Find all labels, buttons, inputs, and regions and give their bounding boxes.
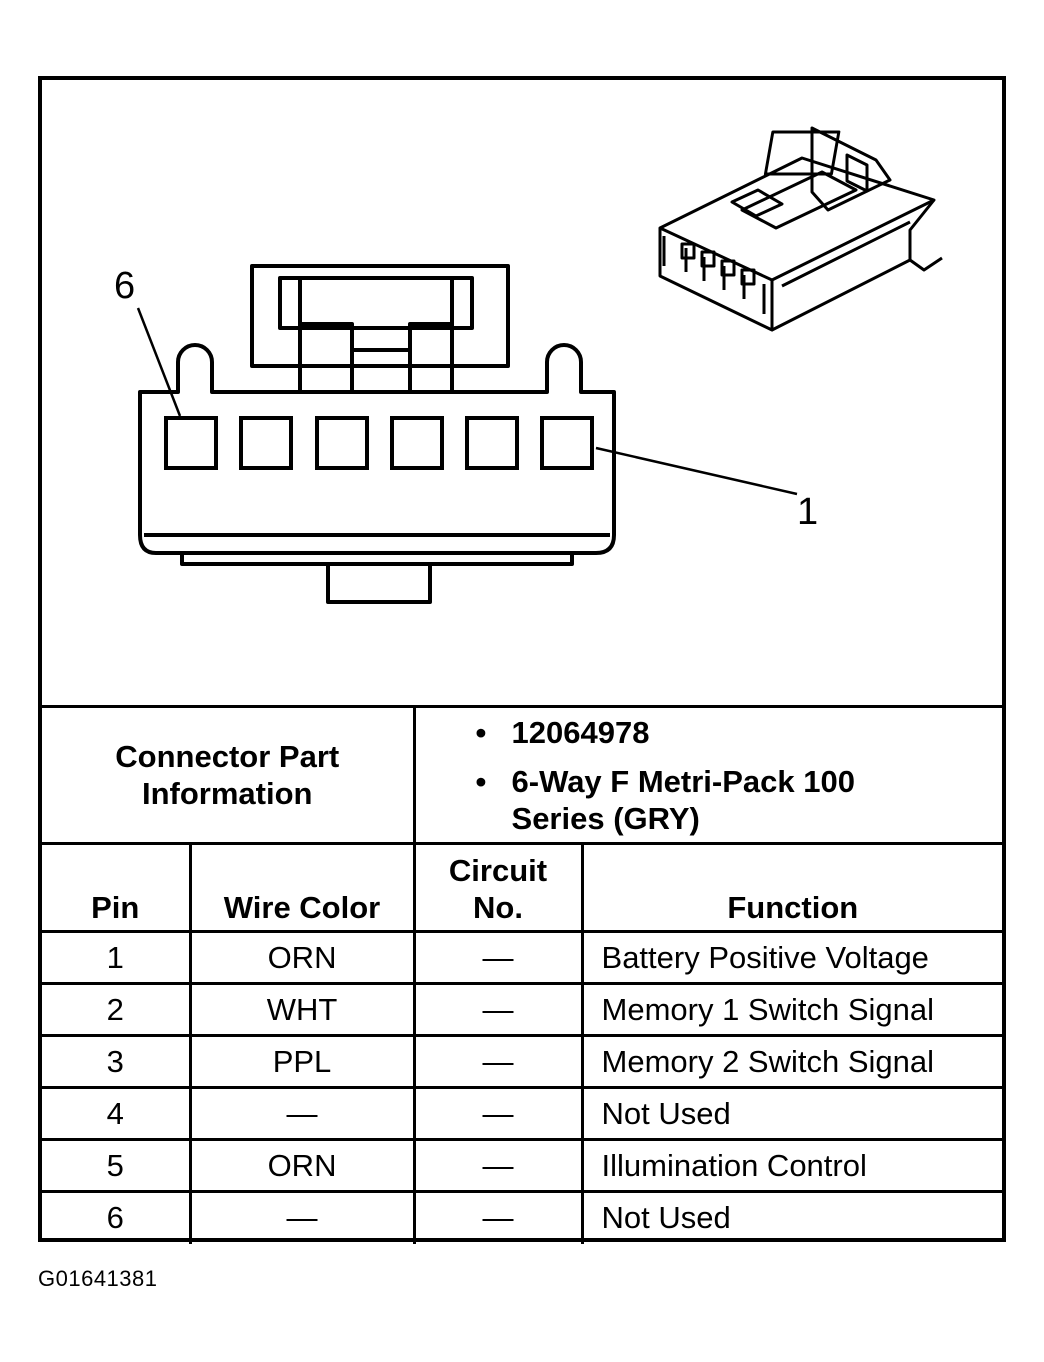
table-row: 4 — — Not Used <box>42 1086 1003 1141</box>
figure-id-caption: G01641381 <box>38 1266 158 1291</box>
pin-cell: 6 <box>42 1190 192 1244</box>
connector-isometric-icon <box>658 126 943 332</box>
circuit-cell: — <box>412 1138 584 1193</box>
pin-table: Connector Part Information 12064978 6-Wa… <box>42 705 1003 1244</box>
circuit-cell: — <box>412 1086 584 1141</box>
function-cell: Memory 1 Switch Signal <box>580 982 1003 1037</box>
pin-cell: 1 <box>42 930 192 985</box>
connector-face-view: 6 1 <box>114 126 943 604</box>
wire-color-cell: ORN <box>188 930 416 985</box>
pin-cell: 4 <box>42 1086 192 1141</box>
leader-line-6 <box>136 307 182 417</box>
circuit-cell: — <box>412 1190 584 1244</box>
connector-info-row: Connector Part Information 12064978 6-Wa… <box>42 705 1003 845</box>
circuit-cell: — <box>412 930 584 985</box>
connector-type: 6-Way F Metri-Pack 100 Series (GRY) <box>476 763 872 837</box>
connector-info-values: 12064978 6-Way F Metri-Pack 100 Series (… <box>412 705 1003 845</box>
function-cell: Battery Positive Voltage <box>580 930 1003 985</box>
latch-window <box>278 276 474 330</box>
cavity-5 <box>239 416 293 470</box>
bottom-tab <box>326 562 432 604</box>
table-row: 1 ORN — Battery Positive Voltage <box>42 930 1003 985</box>
table-row: 6 — — Not Used <box>42 1190 1003 1244</box>
function-cell: Memory 2 Switch Signal <box>580 1034 1003 1089</box>
pin-label-6: 6 <box>114 265 135 307</box>
leader-line-1 <box>595 446 798 496</box>
circuit-cell: — <box>412 982 584 1037</box>
cavity-3 <box>390 416 444 470</box>
connector-body <box>138 343 616 555</box>
pin-cell: 2 <box>42 982 192 1037</box>
wire-color-cell: ORN <box>188 1138 416 1193</box>
cavity-2 <box>465 416 519 470</box>
table-header-row: Pin Wire Color Circuit No. Function <box>42 842 1003 933</box>
table-row: 3 PPL — Memory 2 Switch Signal <box>42 1034 1003 1089</box>
function-cell: Not Used <box>580 1086 1003 1141</box>
header-wire-color: Wire Color <box>188 842 416 933</box>
connector-info-label: Connector Part Information <box>42 705 416 845</box>
circuit-cell: — <box>412 1034 584 1089</box>
wire-color-cell: — <box>188 1086 416 1141</box>
cavity-6 <box>164 416 218 470</box>
function-cell: Illumination Control <box>580 1138 1003 1193</box>
cavity-4 <box>315 416 369 470</box>
header-function: Function <box>580 842 1003 933</box>
wire-color-cell: — <box>188 1190 416 1244</box>
connector-diagram: 6 1 <box>42 80 1002 708</box>
wire-color-cell: WHT <box>188 982 416 1037</box>
pin-label-1: 1 <box>797 491 818 533</box>
cavity-1 <box>540 416 594 470</box>
header-pin: Pin <box>42 842 192 933</box>
table-row: 2 WHT — Memory 1 Switch Signal <box>42 982 1003 1037</box>
pin-cell: 5 <box>42 1138 192 1193</box>
pin-cell: 3 <box>42 1034 192 1089</box>
function-cell: Not Used <box>580 1190 1003 1244</box>
table-row: 5 ORN — Illumination Control <box>42 1138 1003 1193</box>
header-circuit-no: Circuit No. <box>412 842 584 933</box>
connector-part-number: 12064978 <box>476 714 1003 751</box>
latch-outer <box>250 264 510 368</box>
pin-cavities <box>164 416 594 470</box>
wire-color-cell: PPL <box>188 1034 416 1089</box>
connector-sheet: 6 1 Connector Part Infor <box>38 76 1006 1244</box>
